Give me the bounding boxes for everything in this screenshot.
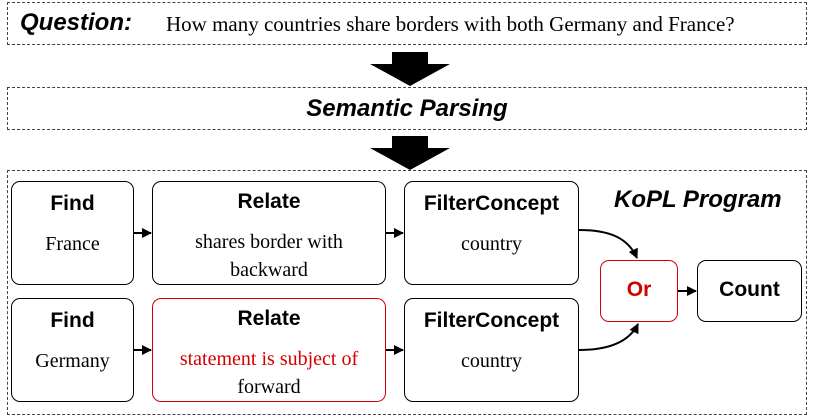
down-arrow-icon [370, 52, 450, 86]
semantic-parsing-label: Semantic Parsing [306, 95, 508, 122]
operation-label: Or [626, 278, 652, 301]
or-node: Or [600, 260, 678, 322]
operation-label: FilterConcept [423, 309, 560, 332]
arrow-filter-row2-to-or [578, 323, 639, 351]
argument-label: country [460, 350, 523, 372]
down-arrow-icon [370, 136, 450, 170]
count-node: Count [697, 260, 802, 322]
question-box: Question: How many countries share borde… [7, 2, 807, 45]
argument-label: forward [237, 376, 301, 398]
program-label: KoPL Program [614, 186, 782, 213]
operation-label: Find [50, 309, 95, 332]
argument-label: Germany [35, 350, 110, 372]
find-node-france: Find France [11, 181, 134, 285]
operation-label: Count [719, 278, 780, 301]
argument-label: backward [230, 259, 308, 281]
operation-label: Relate [237, 307, 301, 330]
semantic-parsing-box: Semantic Parsing [7, 87, 807, 130]
question-text: How many countries share borders with bo… [166, 12, 735, 36]
question-label: Question: [20, 9, 132, 36]
find-node-germany: Find Germany [11, 298, 134, 402]
program-box [7, 170, 807, 415]
argument-label: country [460, 233, 523, 255]
relate-node-shares-border: Relate shares border with backward [152, 181, 386, 285]
operation-label: FilterConcept [423, 192, 560, 215]
operation-label: Find [50, 192, 95, 215]
relate-node-statement-subject: Relate statement is subject of forward [152, 298, 386, 402]
arrow-filter-row1-to-or [578, 229, 638, 259]
filter-concept-node-row2: FilterConcept country [404, 298, 579, 402]
argument-label: shares border with [195, 231, 343, 253]
argument-label: France [45, 233, 100, 255]
filter-concept-node-row1: FilterConcept country [404, 181, 579, 285]
operation-label: Relate [237, 190, 301, 213]
argument-label: statement is subject of [179, 348, 359, 370]
